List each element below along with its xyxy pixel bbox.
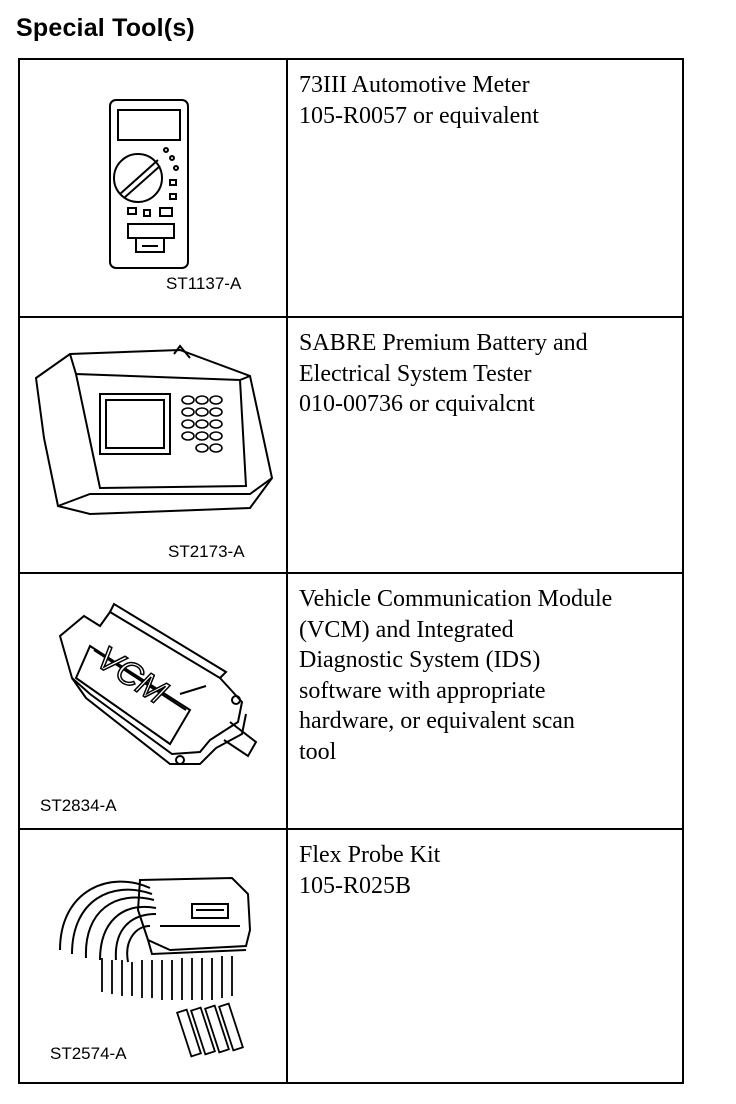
vcm-module-icon: VCM [58,602,258,765]
tool-description: Flex Probe Kit 105-R025B [299,842,441,899]
tool-row: ST2574-A Flex Probe Kit 105-R025B [20,828,682,1082]
battery-tester-icon [34,344,274,516]
tool-description: SABRE Premium Battery and Electrical Sys… [299,330,588,417]
tool-row: ST1137-A 73III Automotive Meter 105-R005… [20,60,682,316]
tool-row: ST2173-A SABRE Premium Battery and Elect… [20,316,682,572]
tool-illustration-cell: ST2574-A [20,830,288,1082]
tool-illustration-cell: ST1137-A [20,60,288,316]
tool-code: ST2574-A [50,1044,127,1063]
tool-description: Vehicle Communication Module (VCM) and I… [299,586,613,765]
tool-code: ST2173-A [168,542,245,561]
page-title: Special Tool(s) [16,14,195,42]
flex-probe-kit-icon [59,876,252,1058]
tool-code: ST2834-A [40,796,117,815]
special-tools-table: ST1137-A 73III Automotive Meter 105-R005… [18,58,684,1084]
vcm-module-label: VCM [90,639,175,712]
tool-description: 73III Automotive Meter 105-R0057 or equi… [299,72,539,129]
tool-illustration-cell: ST2173-A [20,318,288,572]
multimeter-icon [109,99,189,269]
tool-illustration-cell: VCM ST2834-A [20,574,288,828]
tool-code: ST1137-A [166,274,242,293]
tool-row: VCM ST2834-A Vehicle Communication Modul… [20,572,682,828]
